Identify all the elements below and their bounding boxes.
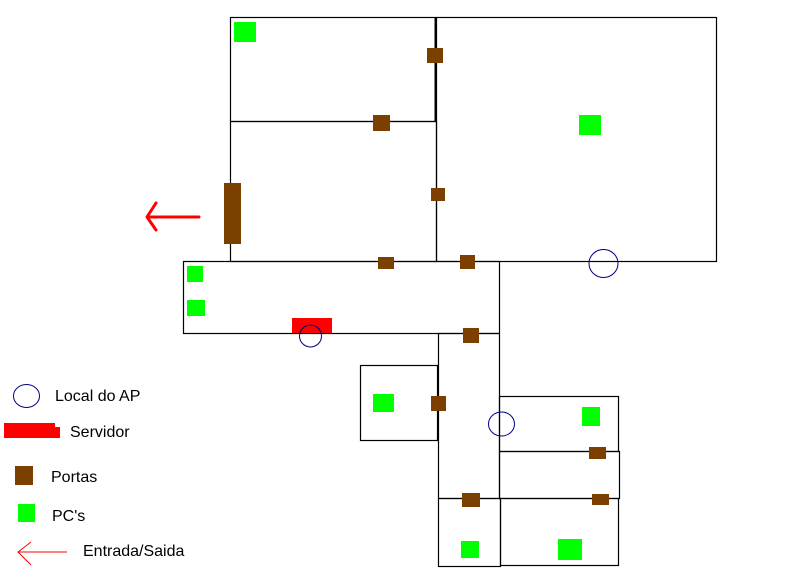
ap-location xyxy=(488,411,515,437)
door xyxy=(463,328,479,343)
door xyxy=(592,494,609,505)
legend-label-doors: Portas xyxy=(51,469,98,486)
pc xyxy=(558,539,582,560)
room-small-left xyxy=(359,364,439,442)
access-points xyxy=(299,249,619,437)
legend-ap-icon xyxy=(13,384,40,408)
legend-label-ap: Local do AP xyxy=(55,388,141,405)
ap-location xyxy=(588,249,619,278)
door xyxy=(589,447,606,459)
legend-label-pcs: PC's xyxy=(52,508,86,525)
pc xyxy=(187,300,205,316)
door xyxy=(373,115,390,131)
legend-label-exit: Entrada/Saida xyxy=(83,543,185,560)
door xyxy=(431,188,445,201)
door-main-entrance xyxy=(224,183,241,244)
legend-pc-icon xyxy=(18,504,35,522)
legend-exit-arrow-icon xyxy=(17,541,67,566)
legend xyxy=(4,384,67,566)
room-right-upper xyxy=(498,395,620,453)
doors xyxy=(224,48,609,507)
pc xyxy=(582,407,600,426)
room-top-left xyxy=(229,16,437,123)
door xyxy=(427,48,443,63)
door xyxy=(462,493,480,507)
pc xyxy=(461,541,479,558)
pc xyxy=(234,22,256,42)
legend-server-icon xyxy=(4,423,60,438)
pc xyxy=(579,115,601,135)
door xyxy=(460,255,475,269)
room-bottom-right xyxy=(499,497,620,567)
room-top-right xyxy=(435,16,718,263)
legend-label-server: Servidor xyxy=(70,424,130,441)
corridor-vertical xyxy=(437,332,501,500)
exit-arrow-icon xyxy=(145,201,201,232)
ap-location xyxy=(299,324,322,348)
door xyxy=(378,257,394,269)
corridor-horizontal xyxy=(182,260,501,335)
walls xyxy=(182,16,718,568)
pc xyxy=(373,394,394,412)
room-mid-left xyxy=(229,120,438,263)
legend-door-icon xyxy=(15,466,33,485)
pc xyxy=(187,266,203,282)
door xyxy=(431,396,446,411)
pcs xyxy=(187,22,601,560)
